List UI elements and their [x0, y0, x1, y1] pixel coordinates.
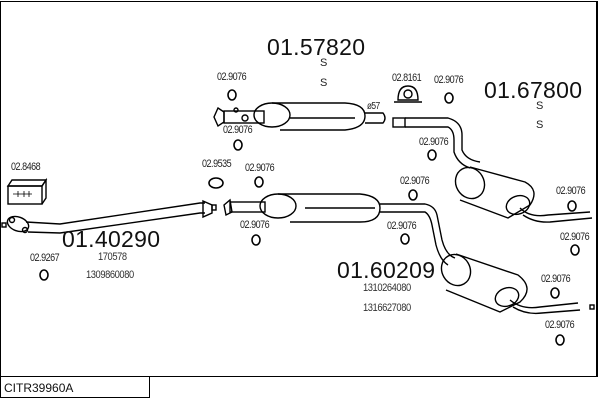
accessory-label[interactable]: 02.9076 [419, 136, 449, 148]
note-s: S [320, 57, 328, 69]
accessory-label[interactable]: 02.9076 [223, 124, 253, 136]
accessory-label[interactable]: 02.9535 [202, 158, 232, 170]
middle-silencer-lower [223, 193, 456, 266]
accessory-label[interactable]: 02.9267 [30, 252, 60, 264]
accessory-label[interactable]: 02.9076 [387, 220, 417, 232]
note-s: S [320, 77, 328, 89]
vehicle-code: CITR39960A [0, 377, 150, 398]
front-pipe [1, 199, 217, 234]
rear-silencer-upper [392, 117, 593, 223]
part-number-01-40290[interactable]: 01.40290 [62, 226, 161, 252]
hanger-icon [394, 85, 422, 103]
note-s: S [536, 119, 544, 131]
accessory-label[interactable]: 02.9076 [240, 219, 270, 231]
accessory-label[interactable]: 02.8468 [11, 161, 41, 173]
accessory-label[interactable]: 02.9076 [556, 185, 586, 197]
part-number-01-67800[interactable]: 01.67800 [484, 77, 583, 103]
accessory-label[interactable]: 02.9076 [400, 175, 430, 187]
accessory-label[interactable]: 02.9076 [560, 231, 590, 243]
oem-number: 170578 [98, 251, 127, 263]
diagram-frame [0, 1, 598, 377]
accessory-label[interactable]: 02.9076 [245, 162, 275, 174]
oem-number: 1316627080 [363, 302, 411, 314]
oem-number: 1309860080 [86, 269, 134, 281]
accessory-label[interactable]: 02.9076 [545, 319, 575, 331]
accessory-label[interactable]: 02.9076 [541, 273, 571, 285]
part-number-01-60209[interactable]: 01.60209 [337, 257, 436, 283]
part-number-01-57820[interactable]: 01.57820 [267, 34, 366, 60]
pipe-diameter: ø57 [367, 101, 380, 112]
middle-silencer-top [213, 102, 386, 131]
accessory-label[interactable]: 02.9076 [434, 74, 464, 86]
note-s: S [536, 100, 544, 112]
oem-number: 1310264080 [363, 282, 411, 294]
rear-silencer-lower [440, 253, 595, 315]
accessory-label[interactable]: 02.9076 [217, 71, 247, 83]
accessory-label[interactable]: 02.8161 [392, 72, 422, 84]
clamp-rings [39, 89, 580, 346]
mount-kit-icon [6, 177, 48, 205]
